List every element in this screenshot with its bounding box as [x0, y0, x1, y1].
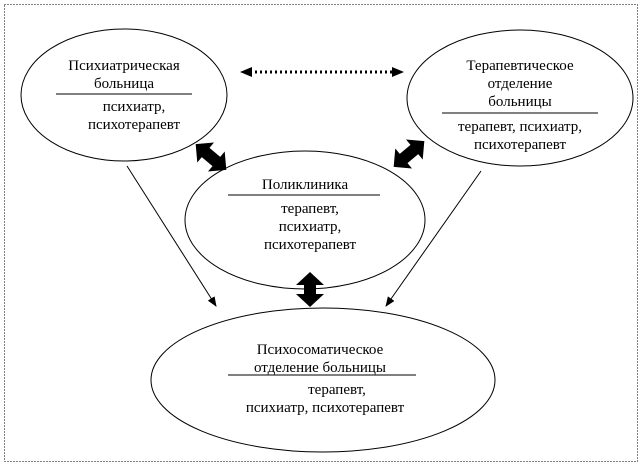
polyclinic-staff-line: психотерапевт [263, 237, 357, 253]
therapy-dept-title-line: больницы [488, 94, 552, 110]
arrow-psych-to-psychosomatic [126, 165, 217, 307]
thick-arrow-therapy-polyclinic [393, 139, 425, 169]
dotted-connector-right-arrowhead [392, 67, 404, 77]
polyclinic-staff-line: терапевт, [281, 201, 339, 217]
psych-hospital-staff-line: психиатр, [102, 99, 166, 115]
psych-hospital-title: Психиатрическая больница [34, 57, 214, 93]
node-psychosomatic-ellipse [150, 307, 496, 453]
psychosomatic-staff: терапевт, психиатр, психотерапевт [205, 381, 445, 417]
psych-hospital-title-line: Психиатрическая [68, 58, 180, 74]
therapy-dept-title-line: Терапевтическое [466, 58, 574, 74]
psychosomatic-title-line: Психосоматическое [256, 342, 384, 358]
therapy-dept-staff-line: психотерапевт [473, 137, 567, 153]
node-therapy-dept-ellipse [406, 29, 634, 167]
dotted-connector-left-arrowhead [240, 67, 252, 77]
therapy-dept-title: Терапевтическое отделение больницы [430, 57, 610, 111]
therapy-dept-staff-line: терапевт, психиатр, [458, 119, 582, 135]
polyclinic-staff: терапевт, психиатр, психотерапевт [230, 200, 390, 254]
psych-hospital-staff: психиатр, психотерапевт [44, 98, 224, 134]
arrow-therapy-to-psychosomatic [385, 170, 482, 307]
psychosomatic-title-line: отделение больницы [254, 360, 386, 376]
psych-hospital-staff-line: психотерапевт [87, 117, 181, 133]
therapy-dept-title-line: отделение [487, 76, 553, 92]
psychosomatic-staff-line: психиатр, психотерапевт [245, 400, 405, 416]
polyclinic-title-line: Поликлиника [261, 177, 349, 193]
psych-hospital-title-line: больница [94, 76, 154, 92]
psychosomatic-title: Психосоматическое отделение больницы [210, 341, 430, 377]
thick-arrow-polyclinic-psychosomatic [296, 272, 324, 307]
therapy-dept-staff: терапевт, психиатр, психотерапевт [420, 118, 620, 154]
outer-frame [4, 4, 638, 462]
thick-arrow-psych-polyclinic [195, 142, 227, 172]
psychosomatic-staff-line: терапевт, [308, 382, 366, 398]
node-psych-hospital-ellipse [20, 28, 228, 162]
polyclinic-title: Поликлиника [225, 176, 385, 194]
polyclinic-staff-line: психиатр, [278, 219, 342, 235]
